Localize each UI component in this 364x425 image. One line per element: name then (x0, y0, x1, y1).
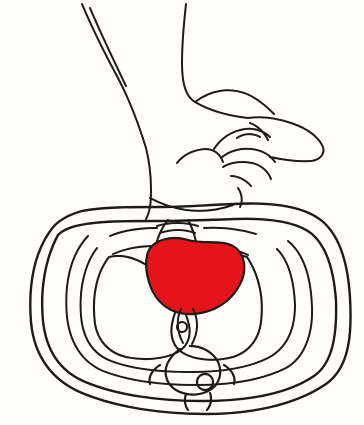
arm (82, 4, 248, 219)
heart (146, 238, 244, 314)
hand (177, 90, 323, 207)
